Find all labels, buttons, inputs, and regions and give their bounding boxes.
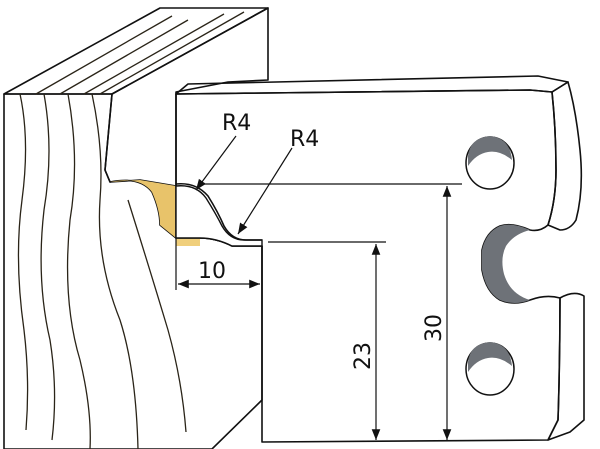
wood-lower-side — [176, 238, 200, 246]
radius-leader-2 — [237, 147, 293, 235]
radius-label-2: R4 — [290, 127, 319, 152]
wood-grain — [17, 11, 245, 449]
knife-right-side-lower — [547, 292, 585, 441]
knife-profile-contour — [175, 182, 262, 241]
knife-lower-hole — [465, 342, 515, 396]
steel-knife — [175, 75, 585, 443]
knife-profile-edge — [175, 185, 263, 247]
dim-height-inner-label: 23 — [351, 342, 376, 370]
radius-label-1: R4 — [222, 111, 251, 136]
dimension-lines — [175, 135, 462, 440]
wood-profile-shadow — [110, 180, 176, 238]
knife-upper-hole — [465, 136, 515, 190]
knife-slot-shadow — [482, 224, 530, 303]
dim-width-label: 10 — [198, 259, 226, 284]
wood-workpiece — [3, 7, 269, 449]
radius-leader-1 — [195, 135, 237, 191]
dim-height-outer-label: 30 — [422, 314, 447, 342]
dimension-labels: R4 R4 10 23 30 — [198, 111, 447, 370]
